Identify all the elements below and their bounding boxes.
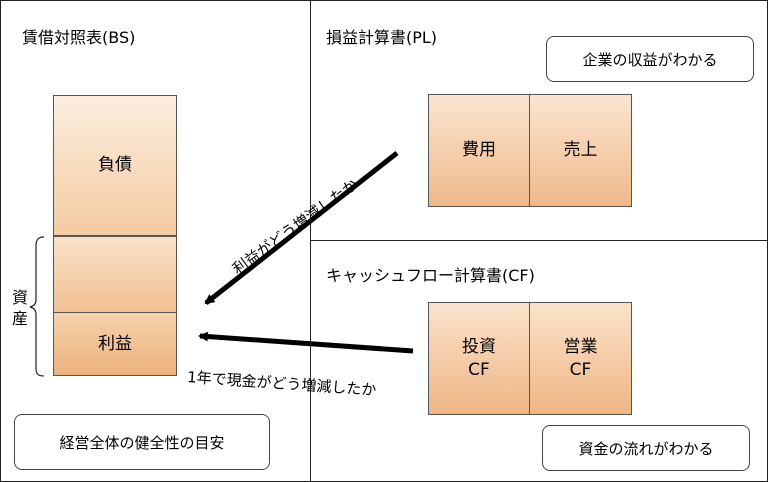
pl-note: 企業の収益がわかる [546, 36, 754, 82]
bs-note: 経営全体の健全性の目安 [14, 414, 270, 470]
bs-note-text: 経営全体の健全性の目安 [59, 433, 225, 452]
cf-investing-label: 投資 CF [462, 337, 496, 380]
cf-investing-block: 投資 CF [428, 302, 530, 415]
pl-to-bs-arrow [204, 151, 399, 305]
cf-operating-label: 営業 CF [563, 337, 598, 380]
bs-title: 賃借対照表(BS) [22, 28, 136, 47]
bs-profit-label: 利益 [98, 333, 132, 354]
cf-note: 資金の流れがわかる [542, 425, 750, 471]
pl-sales-label: 売上 [563, 140, 598, 161]
cf-to-bs-arrow [198, 331, 414, 354]
pl-title: 損益計算書(PL) [326, 28, 438, 47]
assets-bracket [29, 236, 45, 377]
pl-note-text: 企業の収益がわかる [582, 50, 718, 69]
cf-operating-block: 営業 CF [529, 302, 632, 415]
bs-liabilities-block: 負債 [53, 95, 177, 236]
pl-cost-block: 費用 [428, 94, 530, 207]
pl-cost-label: 費用 [462, 140, 496, 161]
pl-sales-block: 売上 [529, 94, 632, 207]
cf-title: キャッシュフロー計算書(CF) [326, 266, 535, 285]
assets-label: 資産 [11, 288, 28, 328]
bs-liabilities-label: 負債 [98, 155, 132, 176]
vertical-divider [310, 0, 311, 482]
cf-note-text: 資金の流れがわかる [578, 439, 714, 458]
bs-profit-block: 利益 [53, 312, 177, 376]
horizontal-divider [310, 240, 768, 241]
